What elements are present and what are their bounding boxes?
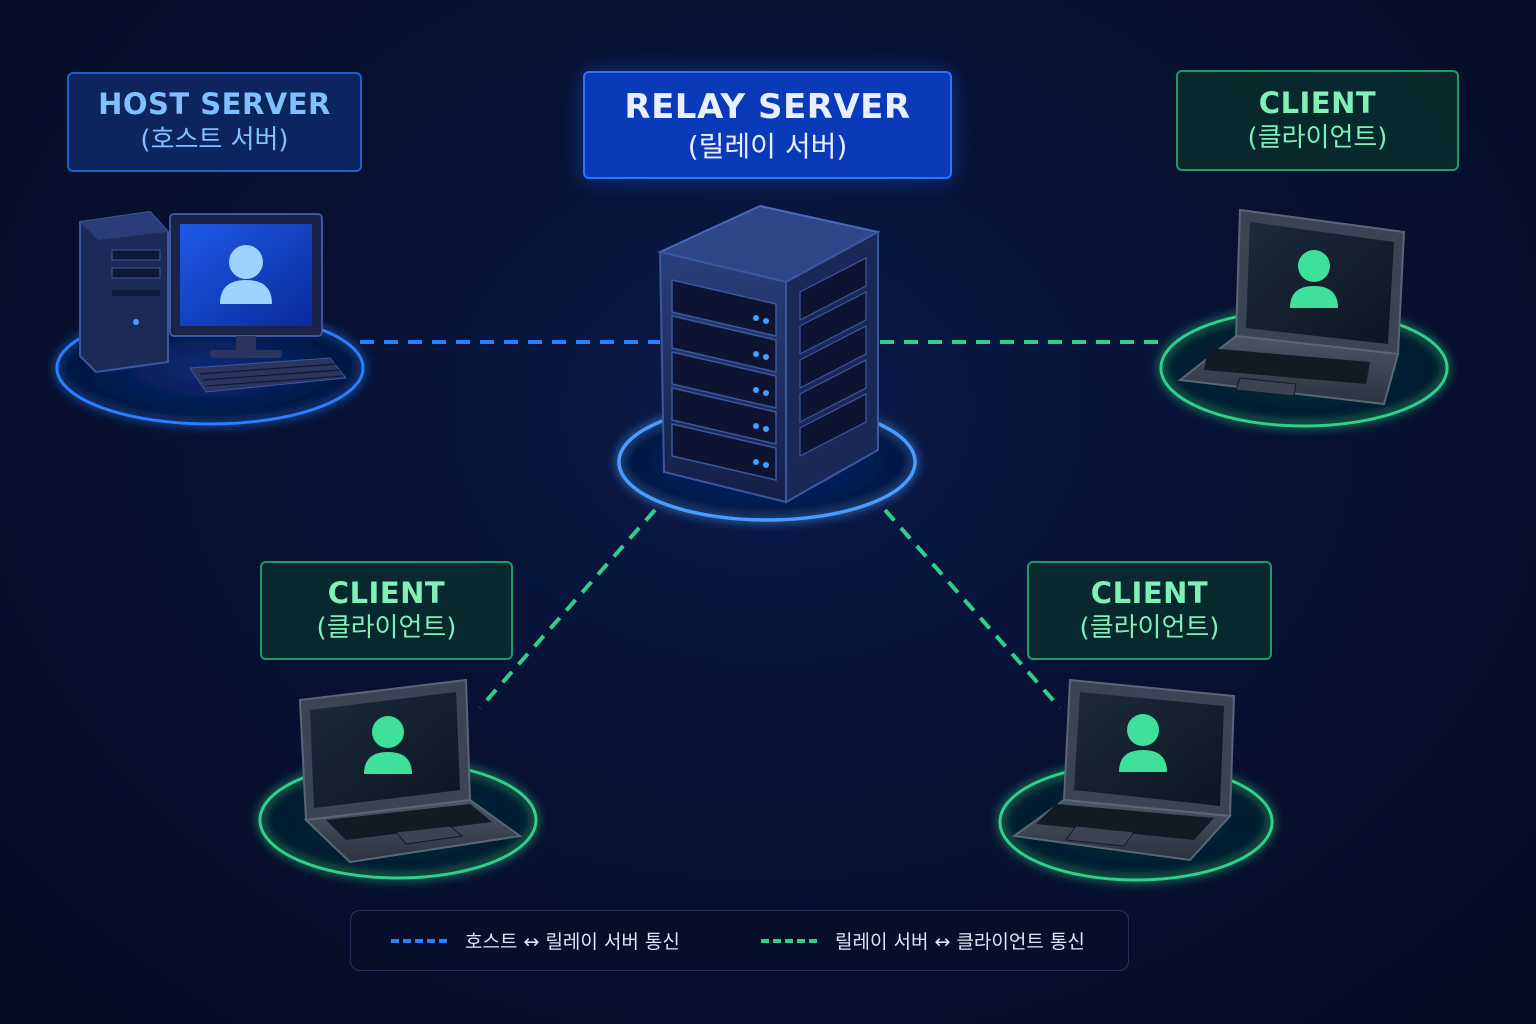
legend-item-host-relay: 호스트 ↔ 릴레이 서버 통신 <box>391 911 680 970</box>
host-server-subtitle: (호스트 서버) <box>140 124 289 155</box>
desktop-computer-icon <box>79 210 347 393</box>
client-subtitle: (클라이언트) <box>316 613 457 644</box>
blue-dashed-line-icon <box>391 938 447 943</box>
laptop-icon-br <box>1011 678 1236 862</box>
client-title: CLIENT <box>1090 575 1209 610</box>
client-subtitle: (클라이언트) <box>1247 123 1388 154</box>
legend-item-relay-client: 릴레이 서버 ↔ 클라이언트 통신 <box>761 911 1085 970</box>
host-server-label: HOST SERVER (호스트 서버) <box>67 72 362 172</box>
green-dashed-line-icon <box>761 938 817 943</box>
link-relay-client-bl <box>478 508 657 710</box>
relay-server-label: RELAY SERVER (릴레이 서버) <box>583 71 952 179</box>
client-title: CLIENT <box>327 575 446 610</box>
laptop-icon-tr <box>1177 208 1406 406</box>
link-relay-client-br <box>883 508 1062 710</box>
server-rack-icon <box>656 204 881 504</box>
legend-label-relay-client: 릴레이 서버 ↔ 클라이언트 통신 <box>835 931 1085 953</box>
client-title: CLIENT <box>1258 85 1377 120</box>
legend: 호스트 ↔ 릴레이 서버 통신 릴레이 서버 ↔ 클라이언트 통신 <box>350 910 1129 971</box>
client-top-right-label: CLIENT (클라이언트) <box>1176 70 1459 171</box>
legend-label-host-relay: 호스트 ↔ 릴레이 서버 통신 <box>465 931 680 953</box>
relay-server-subtitle: (릴레이 서버) <box>687 129 848 163</box>
client-bottom-right-label: CLIENT (클라이언트) <box>1027 561 1272 660</box>
client-bottom-left-label: CLIENT (클라이언트) <box>260 561 513 660</box>
host-server-title: HOST SERVER <box>98 87 331 122</box>
laptop-icon-bl <box>298 678 523 864</box>
relay-server-title: RELAY SERVER <box>624 86 911 127</box>
client-subtitle: (클라이언트) <box>1079 613 1220 644</box>
